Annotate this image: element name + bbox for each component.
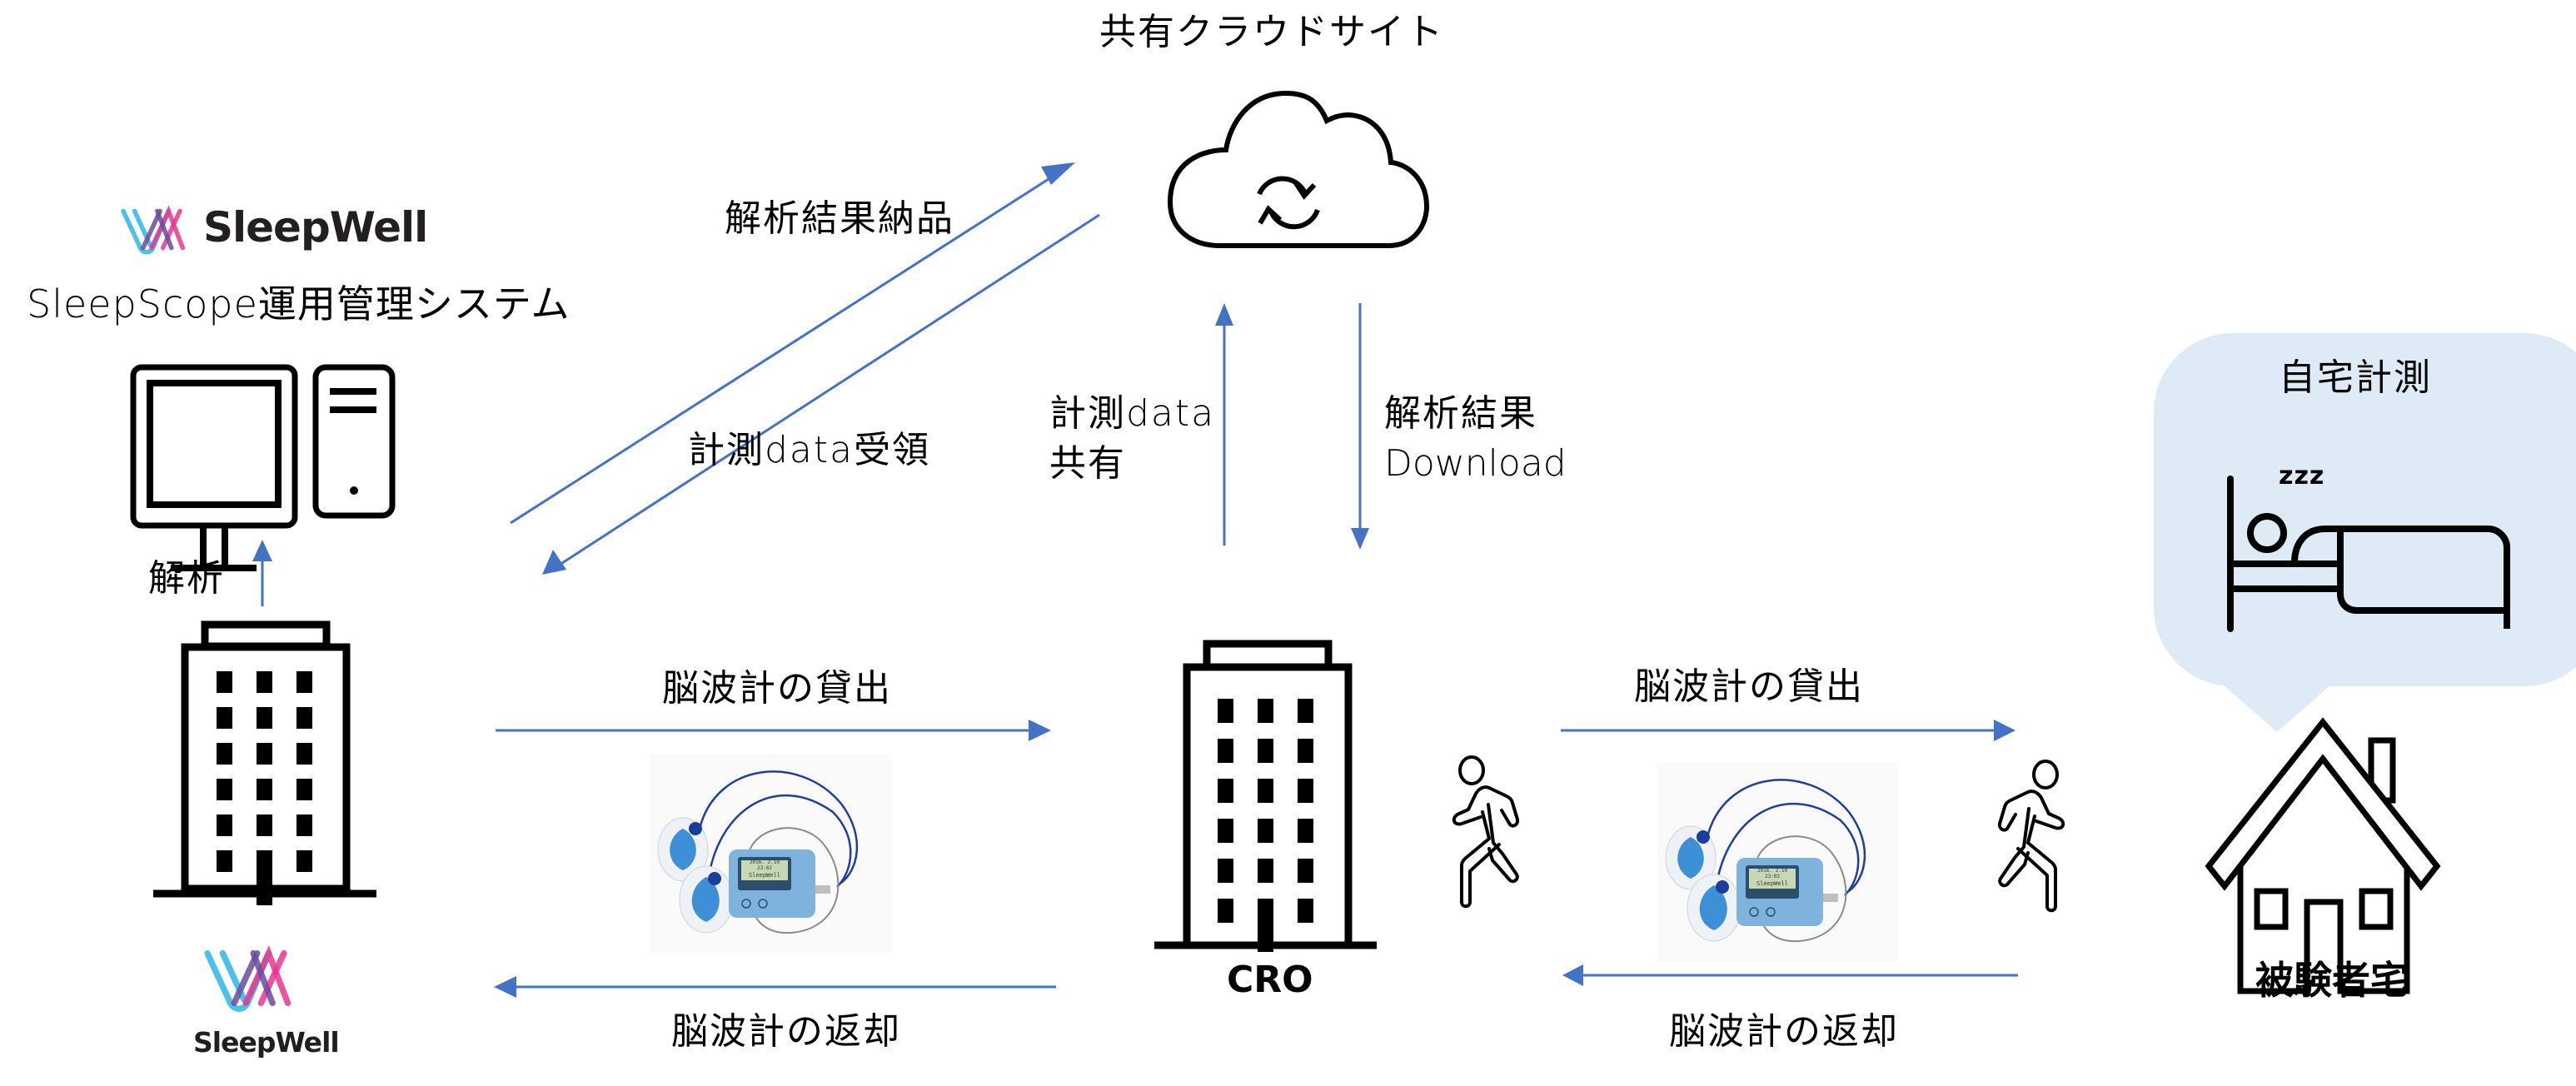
- eeg-device-image: 2016. 2.10 23:02 SleepWell: [1657, 762, 1899, 962]
- building-window: [1218, 859, 1233, 883]
- receive-data-label: 計測data受領: [688, 429, 931, 471]
- building-window: [257, 671, 272, 693]
- building-window: [257, 814, 272, 836]
- building-window: [1258, 779, 1273, 803]
- analysis-label: 解析: [148, 557, 225, 600]
- device-screen: 2016. 2.10 23:02 SleepWell: [1756, 868, 1788, 887]
- building-window: [257, 779, 272, 800]
- deliver-results-label: 解析結果納品: [725, 197, 954, 240]
- building-window: [296, 707, 312, 729]
- building-window: [1298, 699, 1313, 723]
- lend-right-label: 脳波計の貸出: [1634, 665, 1864, 708]
- logo-stroke: [155, 208, 174, 251]
- building-window: [217, 850, 232, 872]
- logo-stroke: [257, 949, 287, 1007]
- building-window: [1258, 819, 1273, 843]
- building-window: [1258, 739, 1273, 763]
- sleepwell-brand-name: SleepWell: [203, 203, 428, 252]
- home-label: 被験者宅: [2255, 958, 2409, 1003]
- building-window: [296, 671, 312, 693]
- download-label-line1: 解析結果: [1384, 392, 1537, 435]
- walking-person-icon: [1997, 760, 2065, 913]
- cloud-title: 共有クラウドサイト: [1099, 11, 1444, 53]
- building-window: [1298, 859, 1313, 883]
- arrowhead: [494, 976, 516, 998]
- building-window: [1258, 699, 1273, 723]
- building-window: [257, 707, 272, 729]
- cro-label: CRO: [1227, 959, 1313, 1001]
- bubble-title: 自宅計測: [2279, 356, 2432, 399]
- building-window: [217, 814, 232, 836]
- building-window: [217, 743, 232, 765]
- lend-left-label: 脳波計の貸出: [662, 667, 892, 710]
- arrowhead: [1215, 303, 1233, 326]
- sleep-zzz: zzz: [2279, 461, 2325, 491]
- building-door: [257, 850, 272, 905]
- building-window: [257, 743, 272, 765]
- system-name: SleepScope運用管理システム: [27, 281, 571, 326]
- building-window: [296, 850, 312, 872]
- building-window: [217, 671, 232, 693]
- download-label-line2: Download: [1384, 442, 1567, 485]
- logo-stroke: [149, 205, 186, 251]
- arrow-receive-data: [559, 213, 1100, 566]
- arrowhead: [1351, 528, 1369, 550]
- return-right-label: 脳波計の返却: [1669, 1010, 1899, 1053]
- logo-stroke: [250, 949, 276, 1007]
- bubble-pointer: [2224, 685, 2330, 732]
- building-window: [217, 707, 232, 729]
- sleepwell-logo-icon: [204, 945, 291, 1012]
- cro-building-icon: [1154, 640, 1377, 952]
- computer-icon: [130, 364, 396, 571]
- device-screen: 2016. 2.10 23:02 SleepWell: [749, 859, 780, 879]
- arrowhead: [1029, 720, 1051, 741]
- building-window: [296, 743, 312, 765]
- building-window: [1218, 899, 1233, 923]
- building-window: [217, 779, 232, 800]
- arrowhead: [542, 550, 566, 575]
- building-window: [1298, 739, 1313, 763]
- arrowhead: [252, 540, 272, 561]
- building-window: [1298, 899, 1313, 923]
- building-window: [296, 779, 312, 800]
- sleepwell-building-icon: [153, 620, 376, 905]
- eeg-device-image: 2016. 2.10 23:02 SleepWell: [650, 754, 891, 954]
- arrowhead: [1041, 162, 1075, 185]
- building-window: [1218, 819, 1233, 843]
- building-window: [1298, 779, 1313, 803]
- house-icon: [2205, 717, 2441, 994]
- sleepwell-logo-icon: [121, 205, 186, 255]
- share-data-label-line1: 計測data: [1049, 392, 1216, 435]
- arrowhead: [1562, 964, 1583, 986]
- building-window: [296, 814, 312, 836]
- building-window: [1218, 739, 1233, 763]
- cloud-sync-icon: [1167, 90, 1430, 248]
- building-window: [1218, 779, 1233, 803]
- building-window: [1218, 699, 1233, 723]
- arrowhead: [1994, 720, 2015, 741]
- share-data-label-line2: 共有: [1049, 442, 1126, 485]
- building-window: [1298, 819, 1313, 843]
- logo-stroke: [242, 945, 291, 1007]
- return-left-label: 脳波計の返却: [671, 1010, 901, 1053]
- walking-person-icon: [1452, 755, 1520, 909]
- sleepwell-brand-name-bottom: SleepWell: [193, 1026, 340, 1059]
- arrow-deliver-results: [510, 172, 1059, 525]
- building-window: [1258, 859, 1273, 883]
- bed-sleep-icon: [2227, 476, 2510, 632]
- logo-stroke: [160, 208, 182, 251]
- building-door: [1258, 899, 1273, 952]
